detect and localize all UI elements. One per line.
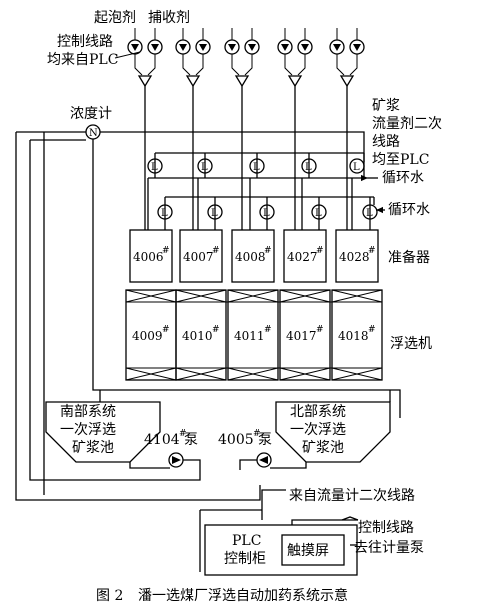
svg-text:L: L [305, 162, 312, 173]
slurry-label-3: 线路 [372, 134, 400, 150]
plc-label-2: 控制柜 [224, 551, 266, 567]
svg-text:矿浆池: 矿浆池 [72, 440, 114, 456]
preparer-box-3 [231, 229, 275, 283]
svg-text:L: L [161, 208, 168, 219]
svg-text:#: # [368, 246, 376, 256]
south-tank: 南部系统 一次浮选 矿浆池 [45, 401, 161, 463]
figure-caption: 潘一选煤厂浮选自动加药系统示意 [138, 587, 348, 604]
plc-label-1: PLC [232, 533, 261, 549]
svg-text:#: # [212, 325, 220, 335]
slurry-label-2: 流量剂二次 [372, 116, 442, 132]
control-line-label-2: 均来自PLC [47, 52, 118, 68]
pump-4005-suffix: 泵 [258, 432, 272, 448]
svg-text:L: L [253, 162, 260, 173]
svg-text:#: # [162, 246, 170, 256]
pump-4104-label: 4104 [144, 432, 180, 448]
preparer-id-4: 4027 [287, 250, 318, 264]
svg-text:矿浆池: 矿浆池 [302, 440, 344, 456]
svg-text:L: L [353, 162, 360, 173]
to-meter-label-2: 去往计量泵 [354, 540, 424, 556]
preparer-box-1 [129, 229, 173, 283]
svg-text:一次浮选: 一次浮选 [60, 422, 116, 438]
slurry-label-4: 均至PLC [372, 152, 429, 168]
preparer-id-5: 4028 [339, 250, 370, 264]
frother-label: 起泡剂 [94, 10, 136, 26]
circ-water-label-2: 循环水 [388, 202, 430, 218]
svg-text:N: N [89, 128, 98, 139]
preparer-id-1: 4006 [133, 250, 164, 264]
flotation-id-3: 4011 [234, 329, 265, 343]
svg-text:#: # [316, 325, 324, 335]
touchscreen-label: 触摸屏 [287, 543, 329, 559]
preparer-box-5 [335, 229, 379, 283]
svg-text:L: L [315, 208, 322, 219]
slurry-header-line [44, 131, 365, 178]
preparer-id-3: 4008 [235, 250, 266, 264]
svg-text:南部系统: 南部系统 [60, 404, 116, 420]
north-tank: 北部系统 一次浮选 矿浆池 [275, 401, 391, 463]
svg-text:#: # [253, 429, 261, 439]
north-pump-line [270, 462, 307, 469]
preparer-row: 4006 4007 4008 4027 4028 # # # # # [129, 229, 379, 283]
flotation-hatching [125, 289, 383, 381]
flotation-row: 4009 4010 4011 4017 4018 # # # # # [125, 289, 383, 381]
touchscreen-box [281, 534, 345, 566]
circ-water-label-1: 循环水 [382, 170, 424, 186]
densimeter-label: 浓度计 [70, 106, 112, 122]
svg-text:#: # [264, 246, 272, 256]
plc-cabinet [204, 524, 358, 576]
dosing-pump-group [127, 28, 365, 230]
svg-text:L: L [211, 208, 218, 219]
control-line-label-1: 控制线路 [57, 34, 113, 50]
to-meter-label-1: 控制线路 [358, 520, 414, 536]
pump-4005-label: 4005 [218, 432, 254, 448]
flotation-id-1: 4009 [132, 329, 163, 343]
svg-text:#: # [162, 325, 170, 335]
svg-text:北部系统: 北部系统 [290, 404, 346, 420]
svg-text:#: # [179, 429, 187, 439]
flotation-id-2: 4010 [182, 329, 213, 343]
flowmeter-signal-line [261, 489, 286, 520]
preparer-id-2: 4007 [183, 250, 214, 264]
pump-4104-suffix: 泵 [184, 432, 198, 448]
flotation-id-5: 4018 [338, 329, 369, 343]
flotation-label: 浮选机 [390, 336, 432, 352]
svg-text:L: L [151, 162, 158, 173]
svg-text:#: # [264, 325, 272, 335]
return-line-left [15, 132, 261, 501]
control-line-pointer [114, 51, 141, 59]
flowmeter-row-2: L L L L L [157, 196, 378, 230]
svg-text:L: L [263, 208, 270, 219]
figure-number: 图 2 [96, 588, 123, 604]
svg-text:#: # [212, 246, 220, 256]
preparer-label: 准备器 [388, 249, 430, 266]
preparer-box-2 [179, 229, 223, 283]
from-flowmeter-label: 来自流量计二次线路 [289, 488, 415, 504]
flotation-outlet-line [92, 139, 401, 418]
south-return-line [29, 140, 201, 481]
collector-label: 捕收剂 [148, 10, 190, 26]
preparer-box-4 [283, 229, 327, 283]
svg-text:L: L [366, 208, 373, 219]
flotation-id-4: 4017 [286, 329, 317, 343]
svg-text:一次浮选: 一次浮选 [290, 422, 346, 438]
flowmeter-row-1: L L L L L [147, 152, 365, 178]
svg-text:#: # [316, 246, 324, 256]
svg-text:#: # [368, 325, 376, 335]
slurry-label-1: 矿浆 [372, 98, 400, 114]
svg-text:L: L [201, 162, 208, 173]
south-pump-line [129, 462, 170, 469]
